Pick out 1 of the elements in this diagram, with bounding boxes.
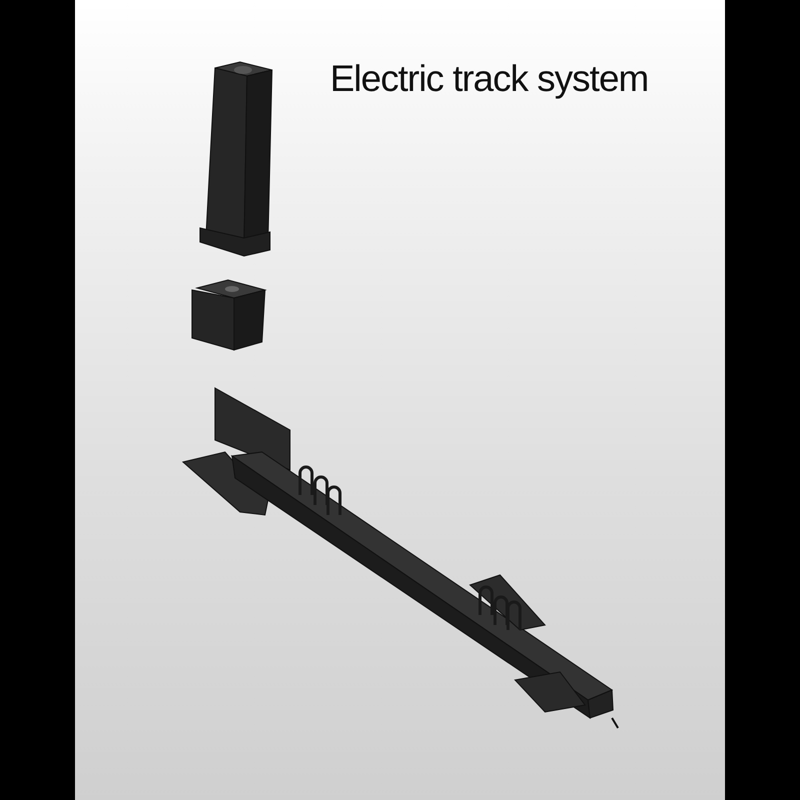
diagram-title: Electric track system: [330, 58, 648, 100]
